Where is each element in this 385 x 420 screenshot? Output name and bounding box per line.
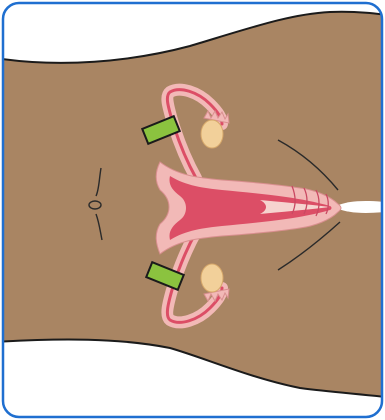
ovary-lower (201, 264, 223, 292)
ovary-upper (201, 120, 223, 148)
